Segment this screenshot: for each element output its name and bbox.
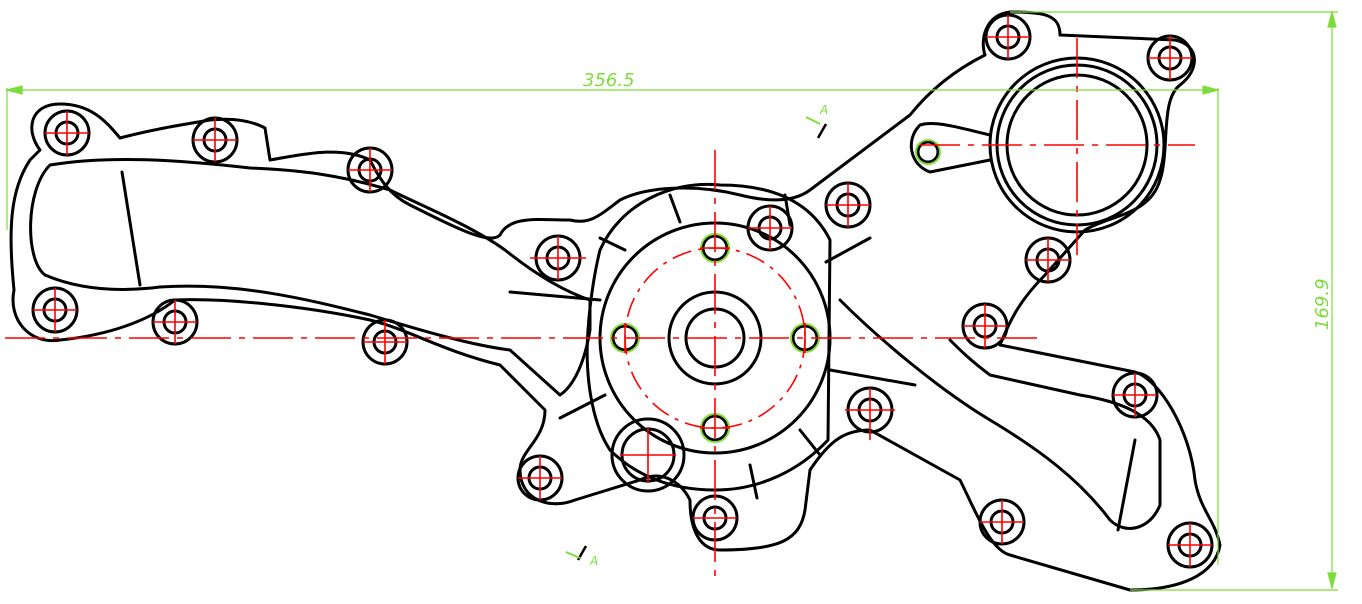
- left-arm-inner-cavity: [29, 157, 592, 397]
- height-dim-arrow-top: [1327, 9, 1337, 28]
- section-label-bottom: A: [589, 554, 598, 568]
- section-label-top: A: [819, 103, 828, 117]
- left-arm-outer-contour: [9, 10, 1222, 592]
- right-rib-line: [1116, 438, 1137, 532]
- centerlines: [5, 15, 1212, 578]
- right-arm-inner-cavity: [838, 298, 1162, 530]
- impeller-vanes: [508, 193, 917, 500]
- height-dimension-value: 169.9: [1312, 278, 1333, 330]
- boss-bottom-left-outer: [610, 417, 686, 493]
- bolt-boss: [916, 140, 940, 164]
- hub-bolt-highlights: [610, 139, 941, 443]
- left-rib-line: [120, 170, 142, 287]
- section-marker-bottom: A: [565, 545, 598, 568]
- part-outline: [9, 10, 1222, 592]
- bolt-crosshairs: [33, 15, 1212, 567]
- width-dim-arrow-left: [4, 85, 23, 95]
- section-marker-top: A: [805, 103, 828, 139]
- height-dim-arrow-bottom: [1327, 572, 1337, 591]
- dimension-lines: [4, 9, 1338, 591]
- outlet-side-ear: [909, 121, 992, 174]
- width-dim-arrow-right: [1202, 85, 1221, 95]
- width-dimension-value: 356.5: [583, 70, 635, 91]
